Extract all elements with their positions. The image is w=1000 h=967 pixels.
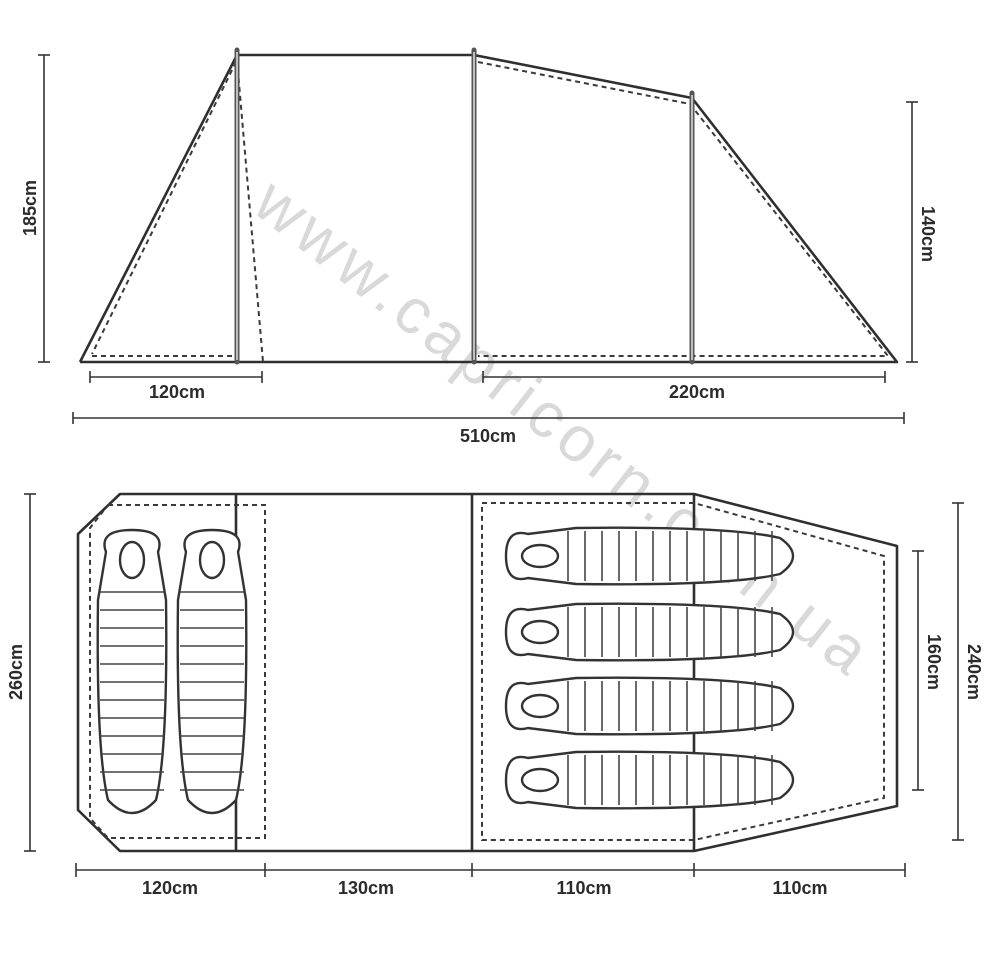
label-length-rear: 220cm bbox=[669, 382, 725, 402]
label-segment-4: 110cm bbox=[772, 878, 827, 898]
dim-length-total: 510cm bbox=[72, 412, 905, 446]
label-height-rear: 140cm bbox=[918, 206, 938, 262]
side-poles bbox=[234, 47, 695, 365]
sleeping-bag bbox=[504, 526, 795, 586]
sleeping-bag bbox=[504, 602, 795, 662]
floor-plan: 260cm 160cm 240cm 120cm 130cm 110cm bbox=[6, 492, 984, 898]
inner-front-compartment bbox=[89, 504, 266, 839]
sleeping-bag bbox=[504, 750, 795, 810]
side-inner-dashed-rear bbox=[477, 61, 891, 357]
label-segment-1: 120cm bbox=[142, 878, 198, 898]
dim-segments: 120cm 130cm 110cm 110cm bbox=[75, 863, 906, 898]
label-segment-2: 130cm bbox=[338, 878, 394, 898]
label-height-front: 185cm bbox=[20, 180, 40, 236]
sleeping-bags-front bbox=[96, 528, 248, 815]
label-length-porch: 120cm bbox=[149, 382, 205, 402]
sleeping-bag bbox=[96, 528, 168, 815]
label-width-rear-inner: 160cm bbox=[924, 634, 944, 690]
sleeping-bags-rear bbox=[504, 526, 795, 810]
label-segment-3: 110cm bbox=[556, 878, 611, 898]
side-view: 185cm 140cm 120cm 220cm 510c bbox=[20, 47, 938, 446]
dim-length-rear: 220cm bbox=[482, 371, 886, 402]
side-outline bbox=[78, 53, 899, 364]
label-length-total: 510cm bbox=[460, 426, 516, 446]
dim-height-front: 185cm bbox=[20, 54, 50, 363]
label-width-front: 260cm bbox=[6, 644, 26, 700]
dim-length-porch: 120cm bbox=[89, 371, 263, 402]
side-inner-front bbox=[91, 61, 237, 355]
dim-height-rear: 140cm bbox=[906, 101, 938, 363]
label-width-rear-outer: 240cm bbox=[964, 644, 984, 700]
sleeping-bag bbox=[176, 528, 248, 815]
sleeping-bag bbox=[504, 676, 795, 736]
dim-width-rear-outer: 240cm bbox=[952, 502, 984, 841]
side-inner-dashed bbox=[236, 59, 264, 363]
dim-width-front: 260cm bbox=[6, 493, 36, 852]
dim-width-rear-inner: 160cm bbox=[912, 550, 944, 791]
inner-rear-compartment bbox=[481, 502, 885, 841]
